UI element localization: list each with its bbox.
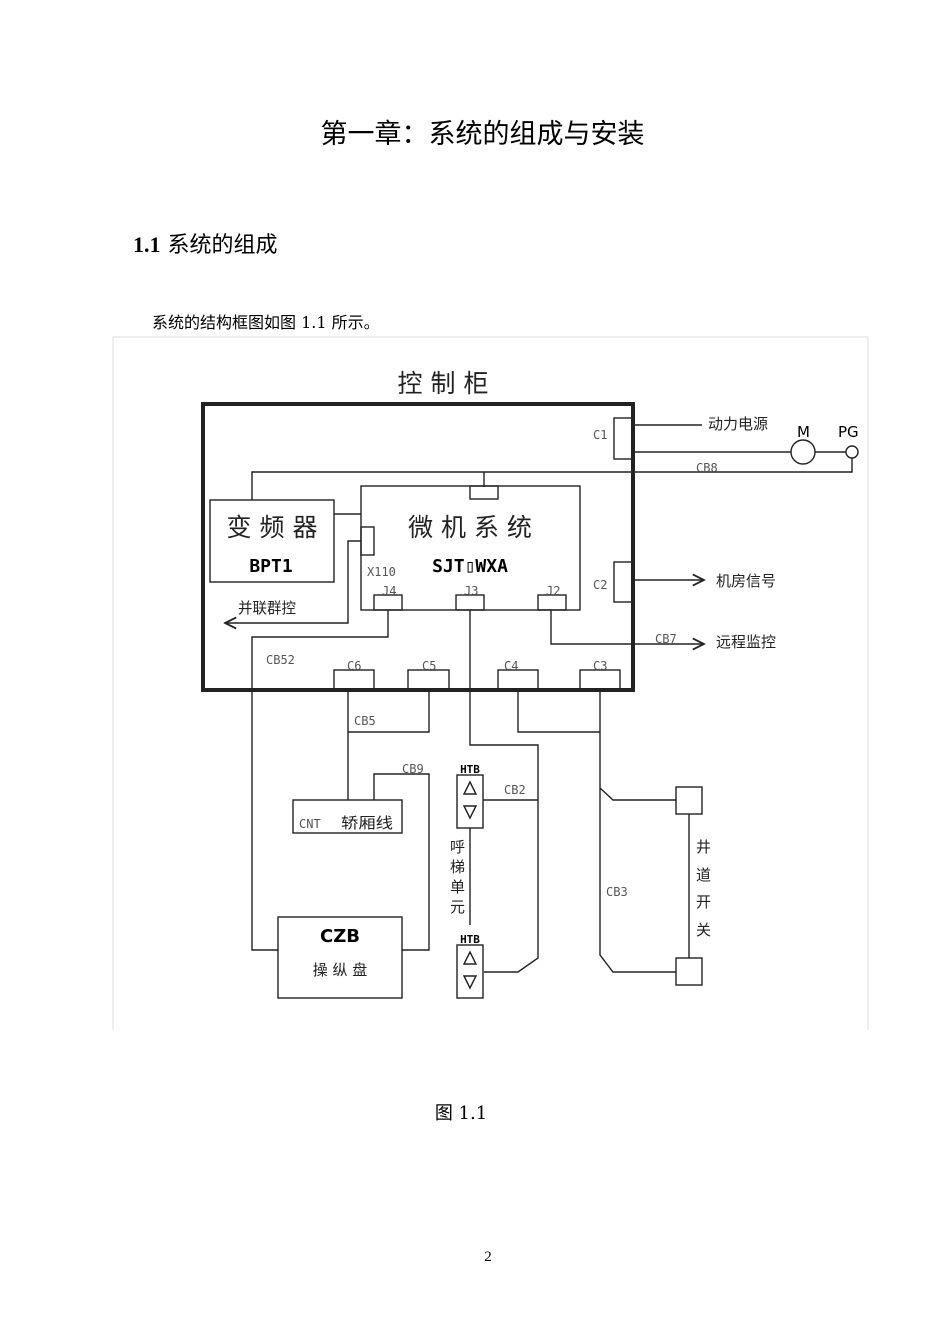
cnt-label: CNT: [299, 817, 321, 831]
shaft-switch-char: 开: [696, 893, 711, 911]
c3-label: C3: [593, 659, 607, 673]
remote-label: 远程监控: [716, 633, 776, 651]
shaft-switch-char: 关: [696, 921, 711, 939]
cb5-label: CB5: [354, 714, 376, 728]
connector-c2: [613, 561, 634, 603]
inverter-model: BPT1: [249, 556, 292, 577]
cnt-box: [292, 799, 403, 834]
section-text: 系统的组成: [167, 233, 278, 258]
shaft-switch-bottom: [675, 957, 703, 986]
cable-cb9: [373, 773, 430, 951]
inverter-box: [209, 499, 335, 583]
section-title: 1.1 系统的组成: [133, 227, 278, 259]
port-x110: [360, 526, 375, 556]
motor-label: M: [797, 423, 810, 441]
cb2-label: CB2: [504, 783, 526, 797]
inverter-name: 变 频 器: [227, 513, 318, 542]
cable-cb52: [251, 610, 389, 951]
call-arrow-icons: [462, 780, 478, 990]
shaft-switch-char: 道: [696, 866, 711, 884]
page-number: 2: [484, 1249, 492, 1265]
cb3-label: CB3: [606, 885, 628, 899]
call-unit-char: 元: [450, 898, 465, 916]
micro-name: 微 机 系 统: [408, 513, 532, 542]
connector-c3: [579, 669, 621, 691]
call-unit-char: 梯: [450, 858, 465, 876]
control-cabinet-box: [201, 402, 635, 692]
connector-c1: [613, 417, 634, 460]
port-x110-label: X110: [367, 565, 396, 579]
shaft-switch-char: 井: [696, 838, 711, 856]
htb-top-label: HTB: [460, 763, 480, 776]
c1-label: C1: [593, 428, 607, 442]
call-unit-char: 单: [450, 878, 465, 896]
j3-label: J3: [464, 584, 478, 598]
section-number: 1.1: [133, 232, 161, 257]
connector-c4: [497, 669, 539, 691]
cb52-label: CB52: [266, 653, 295, 667]
czb-label: CZB: [320, 926, 360, 947]
chapter-title: 第一章：系统的组成与安装: [320, 119, 645, 150]
shaft-switch-top: [675, 786, 703, 815]
car-cable-label: 轿厢线: [341, 814, 393, 832]
figure-frame: [112, 336, 869, 1030]
htb-bottom-box: [456, 944, 484, 999]
cb9-label: CB9: [402, 762, 424, 776]
j2-label: J2: [546, 584, 560, 598]
cable-cb8: [251, 458, 853, 500]
encoder-label: PG: [838, 423, 859, 441]
c4-label: C4: [504, 659, 518, 673]
power-label: 动力电源: [708, 415, 768, 433]
intro-paragraph: 系统的结构框图如图 1.1 所示。: [152, 313, 380, 332]
cb8-label: CB8: [696, 461, 718, 475]
parallel-line: [225, 540, 361, 623]
czb-name: 操 纵 盘: [313, 961, 368, 979]
connector-c6: [333, 669, 375, 691]
cable-cb7: [550, 610, 704, 644]
c5-label: C5: [422, 659, 436, 673]
cabinet-title: 控 制 柜: [398, 369, 489, 398]
c2-label: C2: [593, 578, 607, 592]
call-unit-char: 呼: [450, 838, 465, 856]
micro-model: SJT▯WXA: [432, 556, 508, 577]
j4-label: J4: [382, 584, 396, 598]
cb7-label: CB7: [655, 632, 677, 646]
htb-bottom-label: HTB: [460, 933, 480, 946]
encoder-icon: [845, 445, 859, 459]
cable-cb3: [517, 690, 676, 973]
parallel-label: 并联群控: [238, 599, 296, 617]
cable-cb2: [469, 610, 539, 973]
machine-room-label: 机房信号: [716, 572, 776, 590]
c6-label: C6: [347, 659, 361, 673]
figure-caption: 图 1.1: [434, 1103, 488, 1124]
connector-c5: [407, 669, 450, 691]
motor-icon: [790, 439, 816, 465]
czb-box: [277, 916, 403, 999]
